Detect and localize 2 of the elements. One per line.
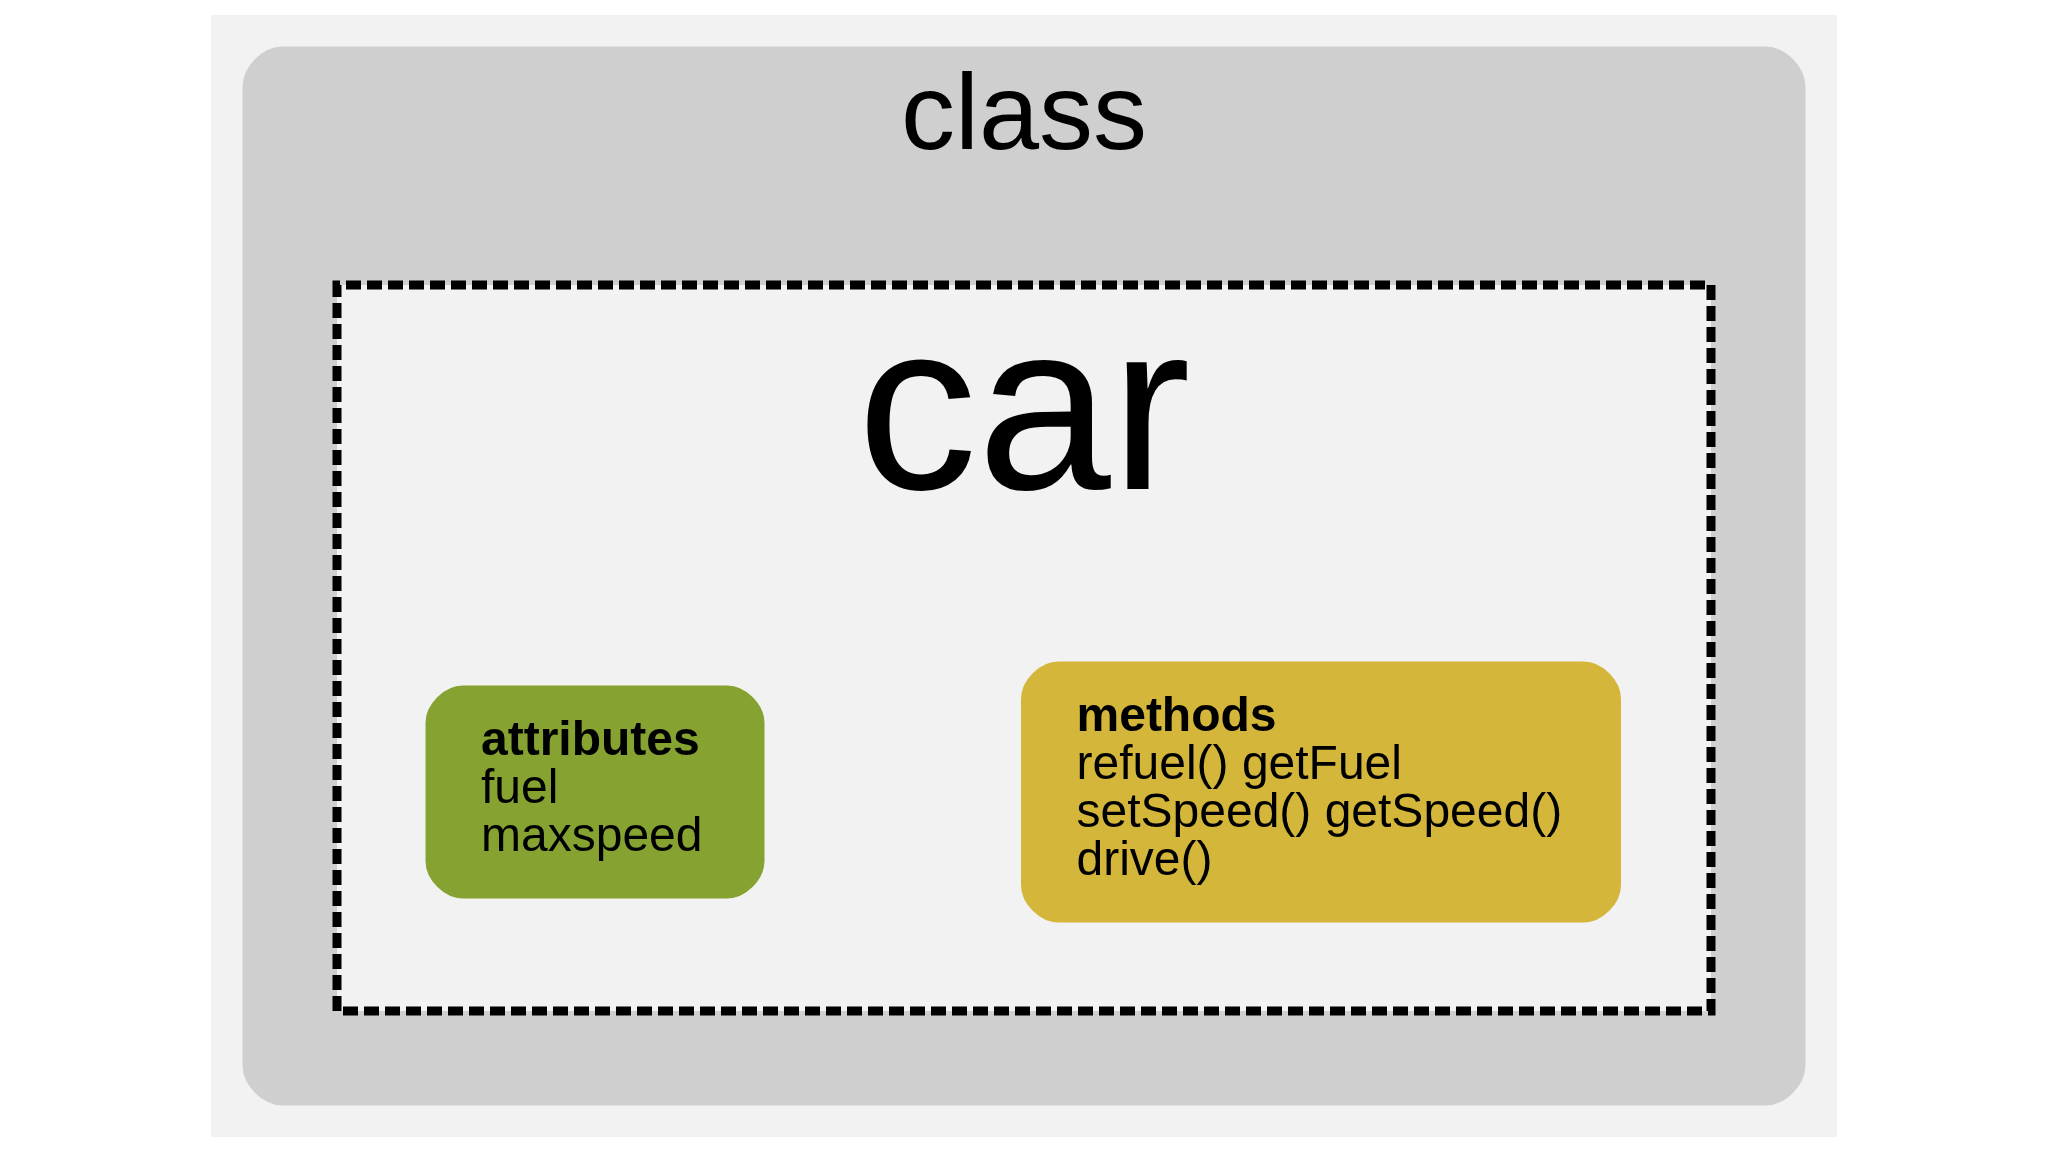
node-box: methods refuel() getFuel setSpeed() getSpeed() drive() [1021, 661, 1621, 923]
node-box: attributes fuel maxspeed [425, 685, 765, 899]
